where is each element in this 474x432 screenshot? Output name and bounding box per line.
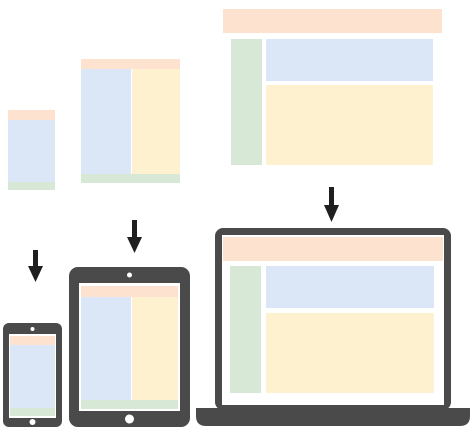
tablet-layout-header [81,59,180,69]
laptop-screen-content [266,313,434,393]
laptop-layout-content [266,85,433,165]
laptop-screen-header [223,237,443,261]
tablet-screen-header [81,286,178,297]
laptop-screen-sidebar [230,266,261,393]
tablet-layout-wireframe [81,59,180,183]
tablet-layout-footer [81,174,180,183]
laptop-base [196,408,470,426]
tablet-screen-content [132,297,178,400]
down-arrow-icon [28,250,43,282]
phone-device [3,323,62,427]
phone-camera-icon [30,327,35,331]
phone-home-button-icon [29,419,36,425]
phone-layout-main [8,120,55,182]
tablet-screen-footer [81,400,178,409]
laptop-layout-sidebar [231,39,262,165]
tablet-device [69,267,190,427]
tablet-layout-primary [81,69,131,174]
laptop-layout-wireframe [223,9,442,165]
laptop-screen-primary [266,266,434,308]
phone-screen-footer [10,408,55,416]
tablet-home-button-icon [125,414,134,424]
laptop-layout-primary [266,39,433,81]
phone-layout-header [8,110,55,120]
laptop-layout-header [223,9,442,33]
laptop-device [196,228,470,426]
tablet-camera-icon [127,272,132,278]
tablet-screen-primary [81,297,131,400]
phone-layout-footer [8,182,55,190]
phone-layout-wireframe [8,110,55,190]
tablet-layout-content [132,69,180,174]
down-arrow-icon [324,187,339,222]
phone-screen-header [10,336,55,345]
down-arrow-icon [127,220,142,253]
phone-screen-main [10,345,55,408]
